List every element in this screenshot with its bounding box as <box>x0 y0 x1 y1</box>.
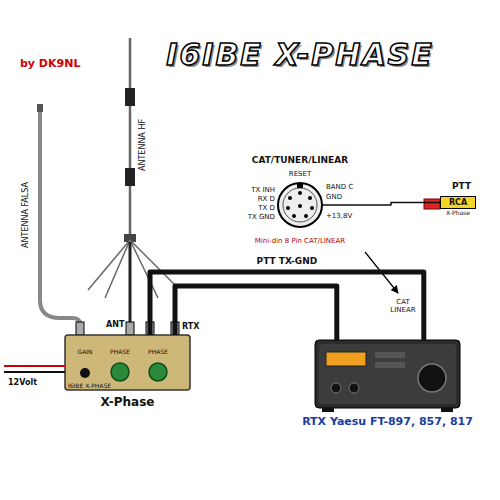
label: RTX <box>182 322 199 331</box>
pin <box>288 196 292 200</box>
pin <box>304 214 308 218</box>
radial <box>130 240 158 298</box>
node-text: RTX Yaesu FT-897, 857, 817 <box>302 416 473 429</box>
node-text: CAT/TUNER/LINEAR <box>252 155 348 165</box>
label: ANTENNA FALSA <box>21 182 30 248</box>
pin <box>292 214 296 218</box>
dummy-antenna <box>40 110 80 324</box>
loading-coil <box>125 88 135 106</box>
radial <box>88 240 130 290</box>
xphase-housing <box>65 335 190 390</box>
radio-foot <box>322 408 334 412</box>
pin <box>310 206 314 210</box>
label: +13,8V <box>326 212 352 220</box>
diagram-title: I6IBE X-PHASE <box>166 38 433 73</box>
radio-knob <box>331 383 341 393</box>
label: by DK9NL <box>20 58 80 71</box>
transceiver: RTX Yaesu FT-897, 857, 817 <box>315 340 460 408</box>
hf-antenna-mast <box>129 38 132 240</box>
phase-knob <box>111 363 129 381</box>
label: I6IBE X-PHASE <box>68 383 111 390</box>
mini-din-shell <box>278 183 322 227</box>
pin <box>298 191 302 195</box>
radial <box>105 240 130 298</box>
node-text: X-Phase <box>446 210 470 217</box>
power-wire <box>4 365 65 367</box>
dummy-antenna-tip <box>37 104 43 112</box>
label: ANT <box>106 320 124 329</box>
antenna-coax <box>129 242 132 322</box>
loading-coil <box>125 168 135 186</box>
radio-knob <box>349 383 359 393</box>
mini-din-key <box>297 183 303 188</box>
mini-din-face <box>283 188 317 222</box>
radio-body <box>315 340 460 408</box>
pin <box>298 204 302 208</box>
label: GAIN <box>77 349 92 356</box>
radio-buttons <box>375 362 405 368</box>
radio-front <box>319 344 456 404</box>
label: PHASE <box>110 349 130 356</box>
pin <box>286 206 290 210</box>
label: RESET <box>289 170 311 178</box>
node-text: X-Phase <box>101 396 155 410</box>
gain-knob <box>80 368 90 378</box>
label: RX D <box>258 195 275 203</box>
label: TX D <box>258 204 275 212</box>
rca-jack: RCAX-Phase <box>440 196 476 209</box>
node-text: RCA <box>445 198 471 207</box>
cable <box>322 203 440 205</box>
label: TX GND <box>248 213 275 221</box>
node-text: Mini-din 8 Pin CAT/LINEAR <box>255 237 345 245</box>
phase-knob <box>149 363 167 381</box>
label: BAND C <box>326 183 353 191</box>
radio-foot <box>441 408 453 412</box>
mini-din-pins <box>286 191 314 218</box>
connector <box>76 322 84 335</box>
radial <box>130 240 178 288</box>
label: PTT <box>452 181 471 191</box>
radio-display <box>326 352 366 366</box>
radio-dial <box>418 364 446 392</box>
label: ANTENNA HF <box>138 119 147 171</box>
power-wire <box>4 371 65 373</box>
pin <box>308 196 312 200</box>
cable-label: PTT TX-GND <box>255 256 320 266</box>
rca-plug <box>424 199 440 209</box>
mini-din-connector: CAT/TUNER/LINEARMini-din 8 Pin CAT/LINEA… <box>278 183 322 227</box>
label: 12Volt <box>8 378 37 387</box>
label: CAT LINEAR <box>386 298 420 314</box>
label: PHASE <box>148 349 168 356</box>
xphase-unit: X-Phase <box>65 335 190 390</box>
cable <box>175 286 337 340</box>
label: GND <box>326 193 342 201</box>
cable <box>150 272 424 340</box>
radio-buttons <box>375 352 405 358</box>
label: TX INH <box>251 186 275 194</box>
connector <box>126 322 134 335</box>
